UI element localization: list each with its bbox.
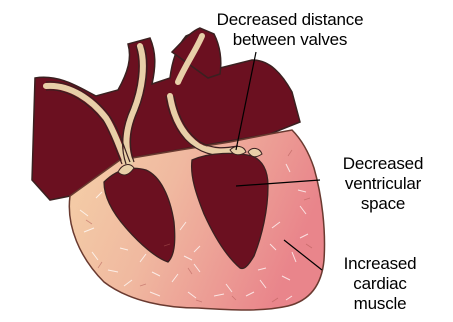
label-line: Increased <box>320 254 440 274</box>
label-line: Decreased <box>318 154 448 174</box>
label-line: cardiac <box>320 274 440 294</box>
label-decreased-distance-between-valves: Decreased distance between valves <box>196 10 384 50</box>
label-line: ventricular <box>318 174 448 194</box>
label-line: Decreased distance <box>196 10 384 30</box>
label-decreased-ventricular-space: Decreased ventricular space <box>318 154 448 214</box>
label-line: between valves <box>196 30 384 50</box>
label-line: space <box>318 194 448 214</box>
label-line: muscle <box>320 294 440 314</box>
label-increased-cardiac-muscle: Increased cardiac muscle <box>320 254 440 314</box>
